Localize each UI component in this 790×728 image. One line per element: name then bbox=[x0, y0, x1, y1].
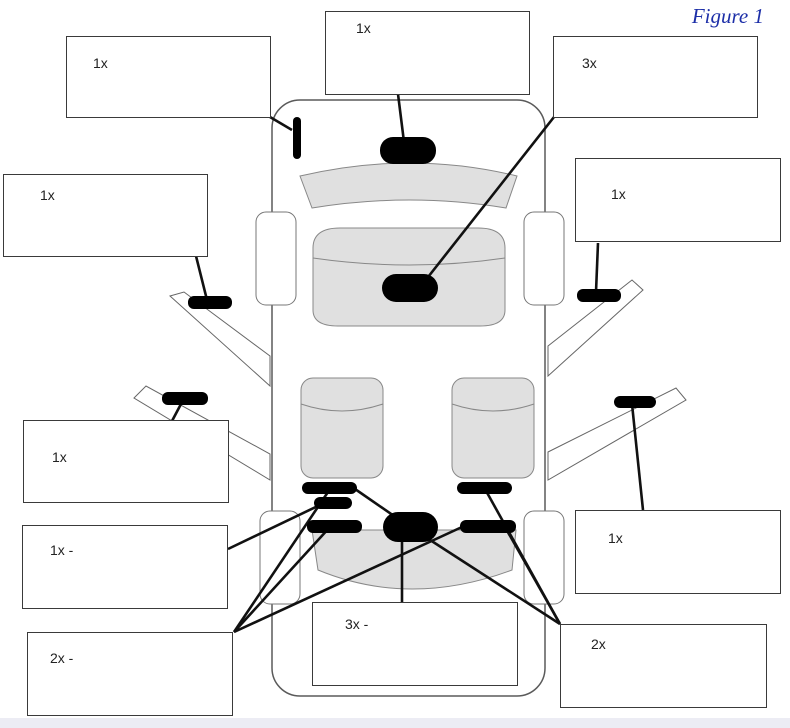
sensor-rear-right-door bbox=[614, 396, 656, 408]
sensor-windshield bbox=[380, 137, 436, 164]
leader-rear-right-c bbox=[503, 526, 562, 625]
callout-front-left-door: 1x bbox=[3, 174, 208, 257]
wheel-rear-left bbox=[259, 510, 301, 605]
sensor-rear-right-1 bbox=[457, 482, 512, 494]
wheel-rear-right bbox=[523, 510, 565, 605]
callout-quantity: 1x bbox=[40, 187, 55, 203]
callout-windshield: 1x bbox=[325, 11, 530, 95]
leader-rear-left-floor bbox=[227, 502, 323, 551]
callout-rear-right-seat: 2x bbox=[560, 624, 767, 708]
sensor-front-right-door bbox=[577, 289, 621, 302]
sensor-rear-right-2 bbox=[460, 520, 516, 533]
callout-quantity: 1x bbox=[608, 530, 623, 546]
leader-front-left-door bbox=[194, 255, 209, 301]
windshield bbox=[299, 162, 518, 209]
leader-front-left-pillar bbox=[269, 115, 293, 132]
callout-rear-left-door: 1x bbox=[23, 420, 229, 503]
callout-quantity: 3x bbox=[582, 55, 597, 71]
callout-quantity: 3x - bbox=[345, 616, 369, 632]
leader-rear-left-a bbox=[232, 488, 332, 633]
sensor-dashboard bbox=[382, 274, 438, 302]
callout-rear-right-door: 1x bbox=[575, 510, 781, 594]
callout-quantity: 1x bbox=[356, 20, 371, 36]
callout-dashboard: 3x bbox=[553, 36, 758, 118]
callout-quantity: 2x bbox=[591, 636, 606, 652]
leader-windshield bbox=[396, 93, 406, 143]
callout-quantity: 1x bbox=[52, 449, 67, 465]
leader-rear-left-door bbox=[170, 403, 183, 422]
leader-front-right-door bbox=[594, 242, 600, 293]
sensor-rear-center bbox=[383, 512, 438, 542]
callout-rear-center: 3x - bbox=[312, 602, 518, 686]
leader-rear-right-b bbox=[409, 525, 561, 626]
dashboard-edge bbox=[312, 257, 506, 266]
sensor-rear-left-3 bbox=[307, 520, 362, 533]
sensor-rear-left-door bbox=[162, 392, 208, 405]
front-left-seat-back bbox=[300, 403, 384, 412]
figure-title: Figure 1 bbox=[691, 4, 764, 28]
front-right-seat bbox=[451, 377, 535, 479]
leader-rear-right-door bbox=[630, 403, 645, 511]
sensor-rear-left-2 bbox=[314, 497, 352, 509]
callout-rear-left-floor: 1x - bbox=[22, 525, 228, 609]
callout-quantity: 1x - bbox=[50, 542, 74, 558]
callout-front-right-door: 1x bbox=[575, 158, 781, 242]
leader-rear-left-b bbox=[233, 526, 331, 633]
callout-rear-left-seat: 2x - bbox=[27, 632, 233, 716]
front-right-seat-back bbox=[451, 403, 535, 412]
sensor-rear-left-1 bbox=[302, 482, 357, 494]
bottom-strip bbox=[0, 718, 790, 728]
leader-dashboard bbox=[419, 116, 556, 287]
rear-seat bbox=[311, 529, 517, 590]
wheel-front-right bbox=[523, 211, 565, 306]
sensor-front-left-door bbox=[188, 296, 232, 309]
callout-front-left-pillar: 1x bbox=[66, 36, 271, 118]
callout-quantity: 1x bbox=[93, 55, 108, 71]
wheel-front-left bbox=[255, 211, 297, 306]
sensor-pillar bbox=[293, 117, 301, 159]
front-left-seat bbox=[300, 377, 384, 479]
front-left-door bbox=[168, 291, 271, 388]
callout-quantity: 2x - bbox=[50, 650, 74, 666]
callout-quantity: 1x bbox=[611, 186, 626, 202]
leader-center-a bbox=[233, 525, 463, 634]
